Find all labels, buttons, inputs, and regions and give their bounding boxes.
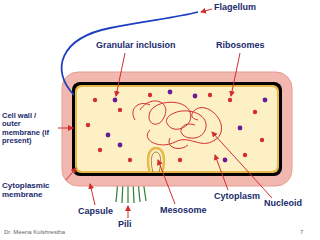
cytoplasm-fill [77, 87, 277, 171]
part-label: Cell wall / outer membrane (if present) [2, 112, 56, 145]
part-label: Mesosome [160, 206, 220, 216]
cytoplasmic-membrane [75, 85, 279, 173]
ribosome-dots [86, 93, 264, 162]
capsule-layer [62, 72, 292, 186]
part-label: Pili [118, 220, 148, 230]
part-label: Cytoplasmic membrane [2, 182, 70, 200]
part-label: Granular inclusion [96, 41, 196, 51]
page-number: 7 [300, 229, 314, 236]
author-footer: Dr. Meena Kulshrestha [4, 229, 114, 236]
part-label: Ribosomes [216, 41, 296, 51]
flagellum-line [62, 12, 198, 95]
part-label: Cytoplasm [214, 192, 270, 202]
part-label: Capsule [78, 207, 128, 217]
cell-wall [72, 82, 282, 176]
granular-inclusion-dots [106, 90, 268, 163]
part-label: Nucleoid [264, 199, 318, 209]
nucleoid-dna [133, 101, 222, 149]
part-label: Flagellum [214, 3, 304, 13]
